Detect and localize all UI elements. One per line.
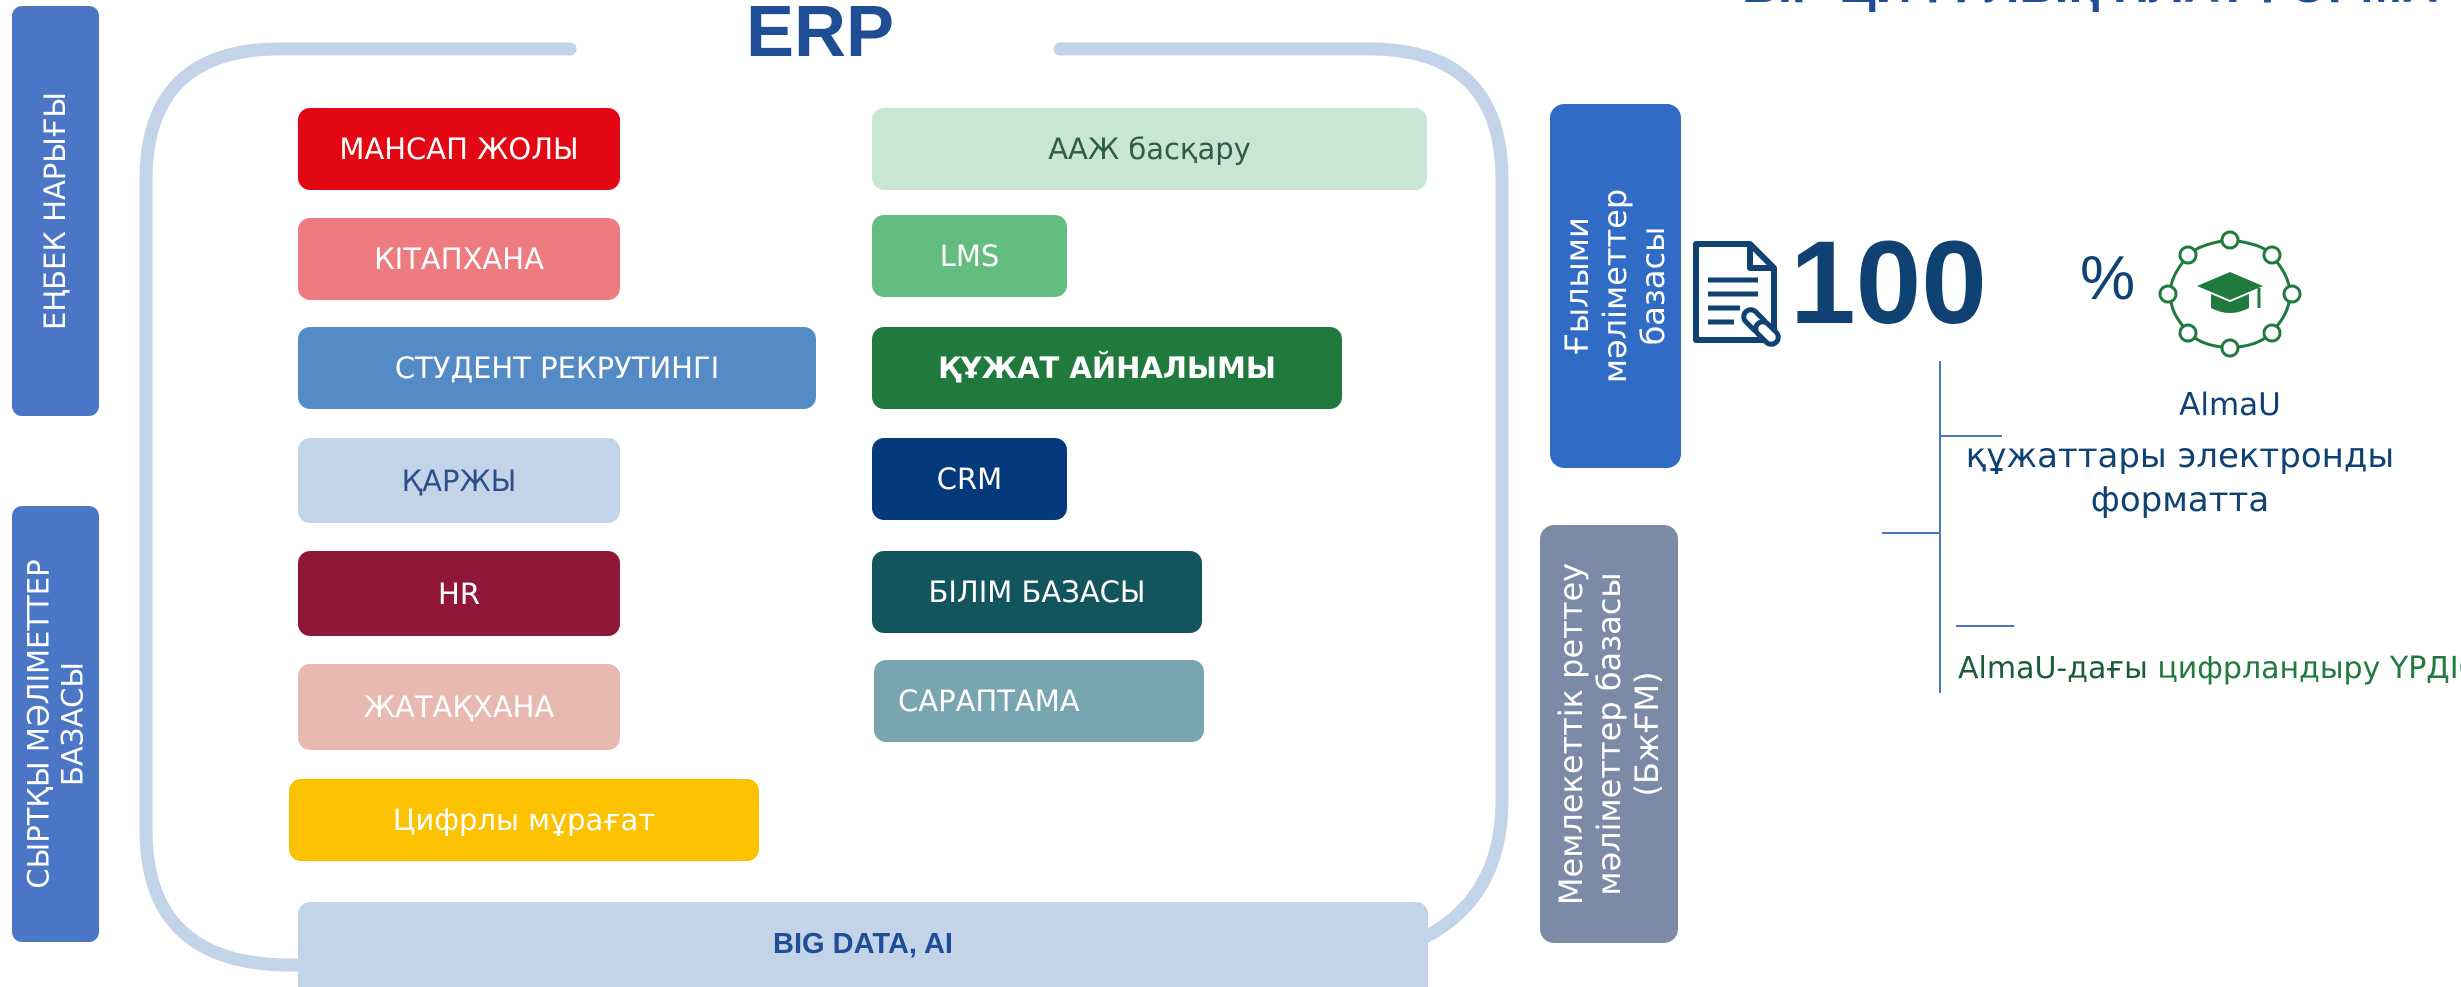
state-regulation-line1: Мемлекеттік реттеу (1552, 562, 1591, 906)
module-knowledge-base[interactable]: БІЛІМ БАЗАСЫ (872, 551, 1202, 633)
module-career-path[interactable]: МАНСАП ЖОЛЫ (298, 108, 620, 190)
module-lms[interactable]: LMS (872, 215, 1067, 297)
external-database-line1: СЫРТҚЫ МӘЛІМЕТТЕР (21, 559, 56, 889)
labor-market-bar[interactable]: ЕҢБЕК НАРЫҒЫ (12, 6, 99, 416)
scientific-database-bar[interactable]: Ғылыми мәліметтер базасы (1550, 104, 1681, 468)
graduation-cap-network-icon (2158, 230, 2302, 358)
state-regulation-database-bar[interactable]: Мемлекеттік реттеу мәліметтер базасы (Бж… (1540, 525, 1678, 943)
stat-caption-line1: құжаттары электронды (1965, 436, 2395, 476)
platform-title: БІР ЦИФРЛЫҚ ПЛАТФОРМА (1742, 0, 2442, 10)
digitization-process: AlmaU-дағы цифрландыру ҮРДІСІ (1958, 650, 2461, 688)
document-link-icon (1693, 241, 1781, 347)
stat-number: 100 (1790, 217, 1987, 349)
stat-caption: құжаттары электронды форматта (1960, 434, 2400, 522)
module-digital-archive[interactable]: Цифрлы мұрағат (289, 779, 759, 861)
module-dormitory[interactable]: ЖАТАҚХАНА (298, 664, 620, 750)
connector-lines (1882, 361, 2014, 693)
state-regulation-database-label: Мемлекеттік реттеу мәліметтер базасы (Бж… (1552, 563, 1666, 905)
process-prefix: AlmaU-дағы (1958, 651, 2148, 686)
scientific-database-line2: мәліметтер (1596, 188, 1635, 384)
module-expertise[interactable]: САРАПТАМА (874, 660, 1204, 742)
stat-percent: % (2080, 244, 2136, 313)
process-suffix: цифрландыру ҮРДІСІ (2157, 651, 2461, 686)
module-document-flow[interactable]: ҚҰЖАТ АЙНАЛЫМЫ (872, 327, 1342, 409)
module-library[interactable]: КІТАПХАНА (298, 218, 620, 300)
state-regulation-line2: мәліметтер базасы (1590, 572, 1629, 896)
module-student-recruiting[interactable]: СТУДЕНТ РЕКРУТИНГІ (298, 327, 816, 409)
external-database-bar[interactable]: СЫРТҚЫ МӘЛІМЕТТЕР БАЗАСЫ (12, 506, 99, 942)
module-hr[interactable]: HR (298, 551, 620, 636)
module-finance[interactable]: ҚАРЖЫ (298, 438, 620, 523)
labor-market-label: ЕҢБЕК НАРЫҒЫ (38, 91, 73, 331)
scientific-database-line1: Ғылыми (1558, 217, 1597, 355)
module-ais-management[interactable]: ААЖ басқару (872, 108, 1427, 190)
scientific-database-label: Ғылыми мәліметтер базасы (1559, 189, 1673, 383)
state-regulation-line3: (БжҒМ) (1628, 671, 1667, 797)
erp-title: ERP (745, 0, 895, 72)
module-crm[interactable]: CRM (872, 438, 1067, 520)
stat-caption-line2: форматта (2090, 480, 2270, 520)
external-database-label: СЫРТҚЫ МӘЛІМЕТТЕР БАЗАСЫ (22, 559, 90, 888)
almau-brand: AlmaU (2179, 387, 2281, 423)
big-data-ai-bar[interactable]: BIG DATA, AI (298, 902, 1428, 987)
scientific-database-line3: базасы (1634, 226, 1673, 346)
external-database-line2: БАЗАСЫ (55, 661, 90, 787)
